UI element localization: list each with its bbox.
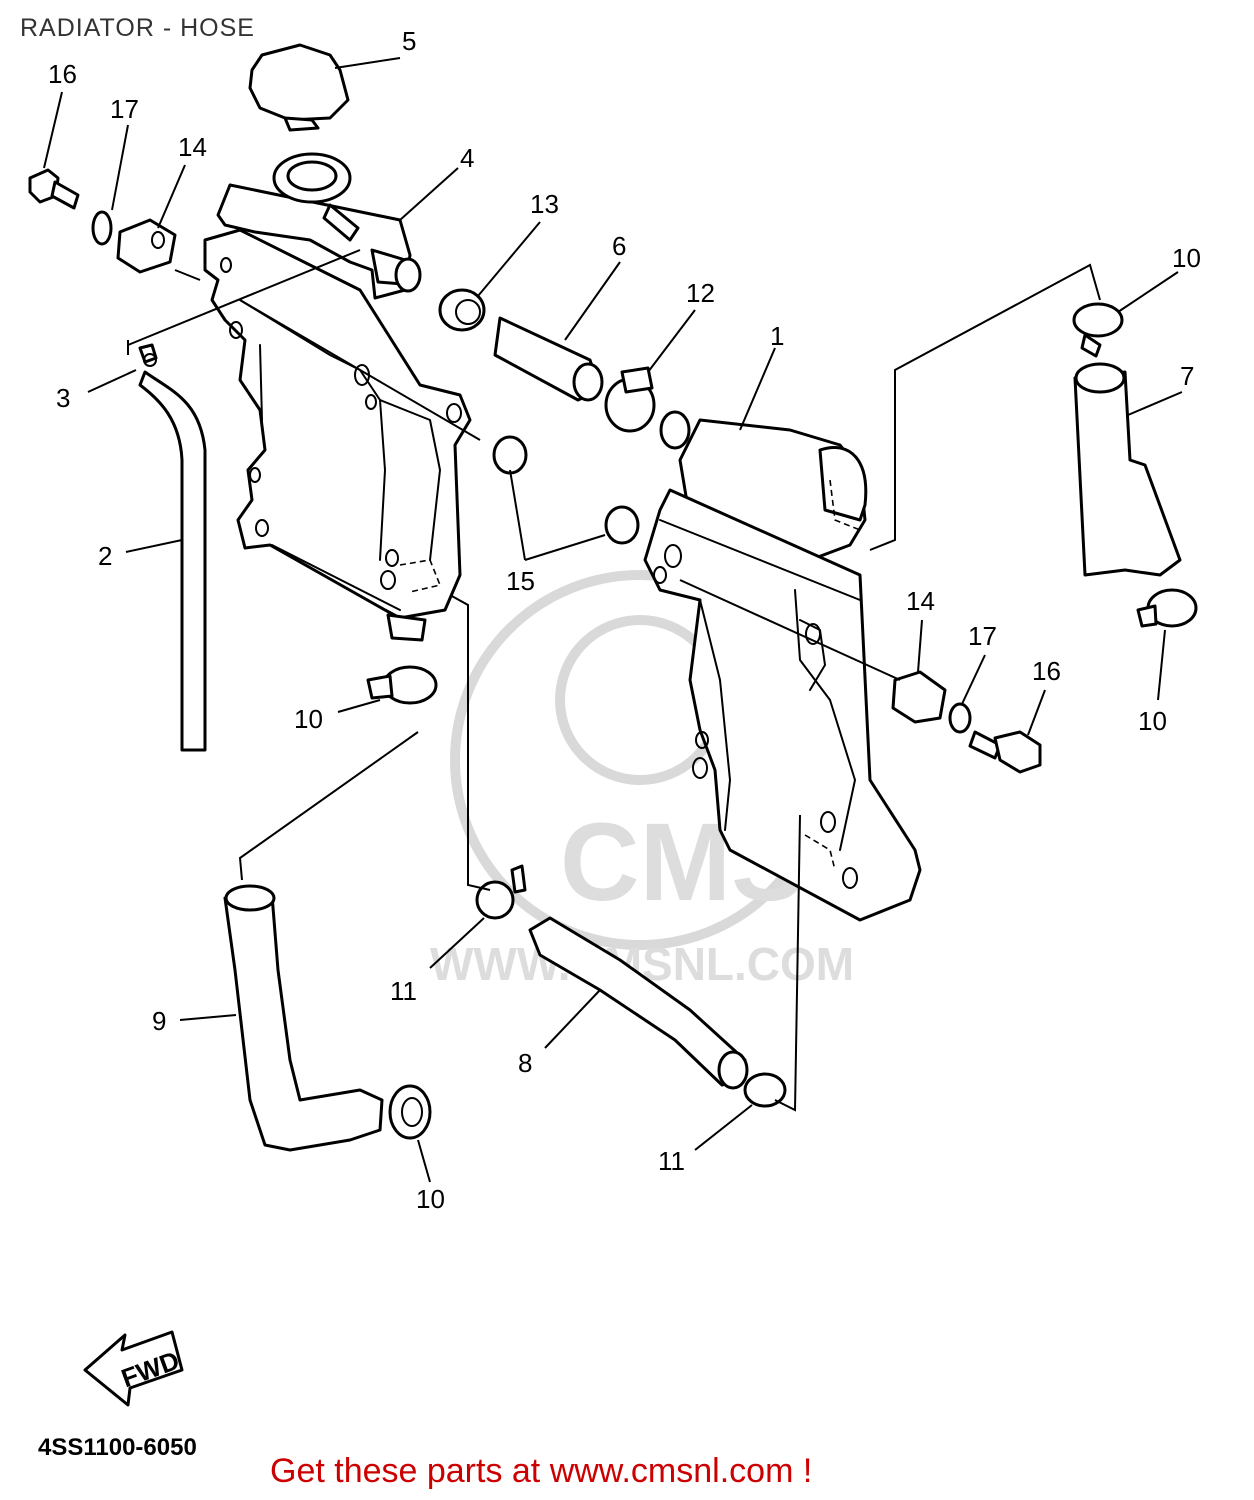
callout-6: 6 bbox=[612, 231, 626, 261]
callout-14-left: 14 bbox=[178, 132, 207, 162]
hose-clamp-12 bbox=[604, 366, 656, 433]
callout-16-left: 16 bbox=[48, 59, 77, 89]
hose-clamp-10-left bbox=[366, 665, 438, 705]
callout-10-top-right: 10 bbox=[1172, 243, 1201, 273]
callout-13: 13 bbox=[530, 189, 559, 219]
callout-1: 1 bbox=[770, 321, 784, 351]
grommet-15 bbox=[492, 435, 640, 545]
right-mount-hardware bbox=[891, 670, 1042, 774]
callout-17-left: 17 bbox=[110, 94, 139, 124]
assembly-lines bbox=[127, 249, 1101, 1112]
left-radiator bbox=[203, 152, 472, 642]
callout-4: 4 bbox=[460, 143, 474, 173]
callout-17-right: 17 bbox=[968, 621, 997, 651]
callout-11-right: 11 bbox=[658, 1146, 685, 1176]
callout-9: 9 bbox=[152, 1006, 166, 1036]
callout-3: 3 bbox=[56, 383, 70, 413]
overflow-hose-2 bbox=[138, 370, 207, 752]
lower-hose-9 bbox=[223, 884, 384, 1152]
callout-numbers: 1 2 3 4 5 6 7 8 9 10 10 10 10 11 11 12 1… bbox=[48, 26, 1201, 1214]
diagram-code: 4SS1100-6050 bbox=[38, 1434, 197, 1461]
hose-clamp-10-top-right bbox=[1072, 302, 1124, 358]
callout-16-right: 16 bbox=[1032, 656, 1061, 686]
callout-10-right: 10 bbox=[1138, 706, 1167, 736]
left-mount-hardware bbox=[28, 168, 177, 274]
hose-clip-3 bbox=[138, 343, 158, 367]
callout-5: 5 bbox=[402, 26, 416, 56]
callout-15: 15 bbox=[506, 566, 535, 596]
hose-clamp-11-right bbox=[743, 1072, 787, 1108]
fwd-arrow: FWD bbox=[83, 1330, 184, 1407]
callout-11-left: 11 bbox=[390, 976, 417, 1006]
callout-10-left: 10 bbox=[294, 704, 323, 734]
callout-10-bottom: 10 bbox=[416, 1184, 445, 1214]
callout-12: 12 bbox=[686, 278, 715, 308]
hose-clamp-10-right bbox=[1136, 588, 1198, 628]
hose-clamp-13 bbox=[438, 288, 486, 332]
lower-hose-8 bbox=[528, 916, 749, 1090]
hose-clamp-11-left bbox=[475, 864, 527, 920]
cms-watermark: CMS WWW.CMSNL.COM bbox=[430, 570, 854, 990]
diagram-title: RADIATOR - HOSE bbox=[20, 14, 255, 42]
callout-14-right: 14 bbox=[906, 586, 935, 616]
radiator-cap bbox=[248, 43, 350, 132]
callout-2: 2 bbox=[98, 541, 112, 571]
hose-6 bbox=[493, 316, 604, 402]
right-radiator bbox=[643, 410, 922, 922]
upper-hose-7 bbox=[1073, 362, 1182, 577]
callout-leaders bbox=[43, 57, 1183, 1183]
callout-7: 7 bbox=[1180, 361, 1194, 391]
footer-link[interactable]: Get these parts at www.cmsnl.com ! bbox=[270, 1452, 813, 1490]
hose-clamp-10-bottom bbox=[388, 1084, 432, 1140]
callout-8: 8 bbox=[518, 1048, 532, 1078]
